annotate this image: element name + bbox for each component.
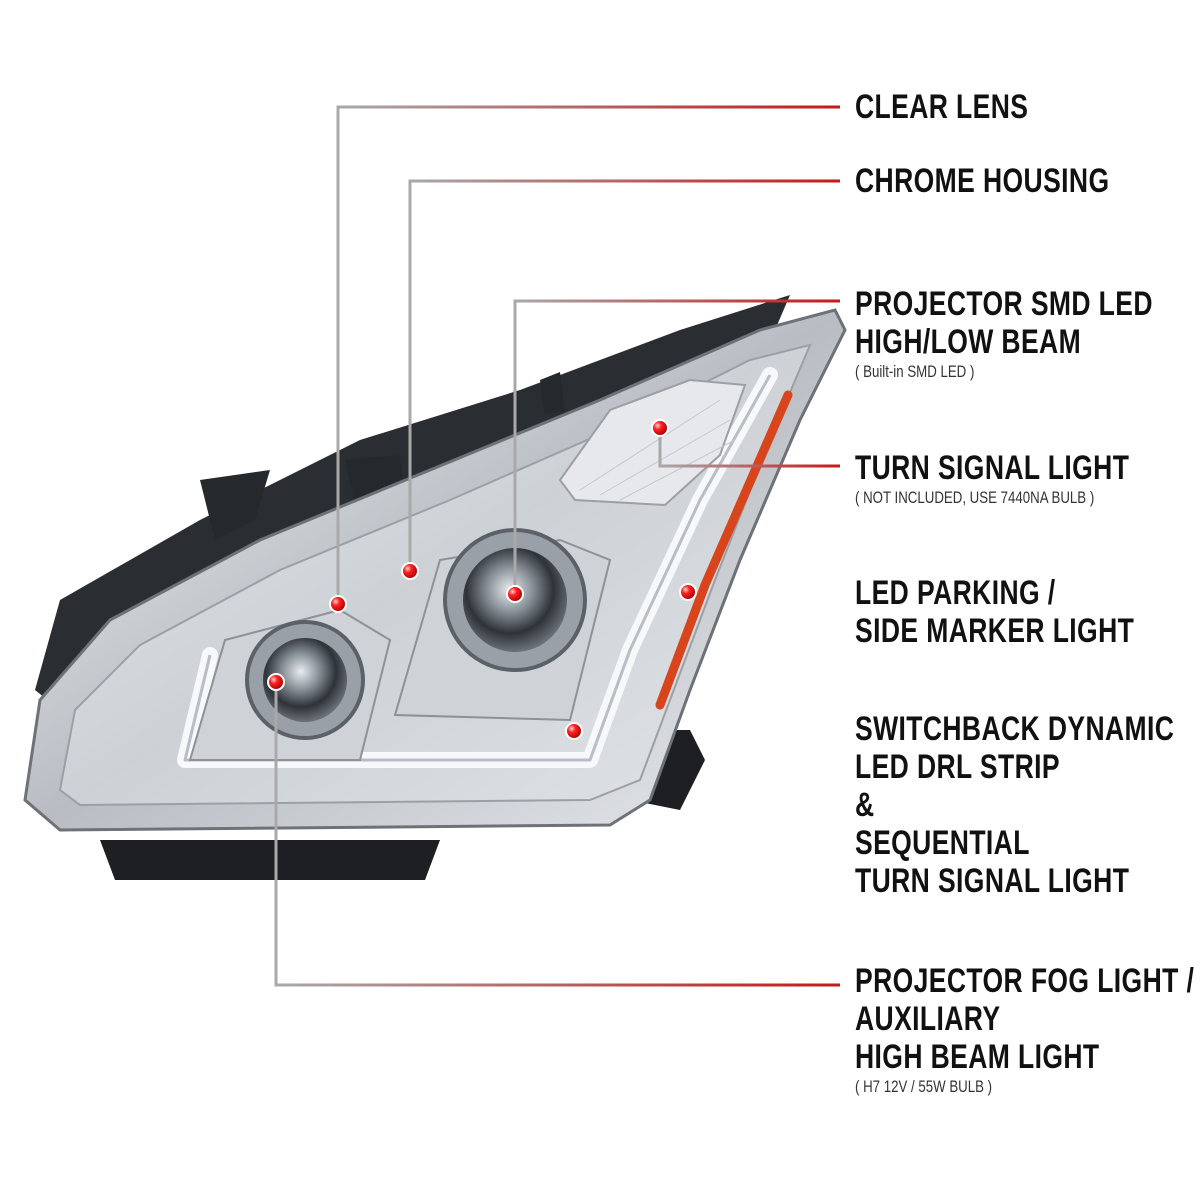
marker-dot bbox=[401, 562, 419, 580]
callout-fog-light: PROJECTOR FOG LIGHT / AUXILIARY HIGH BEA… bbox=[855, 962, 1194, 1098]
callout-markers bbox=[267, 419, 697, 740]
callout-title: PROJECTOR FOG LIGHT / bbox=[855, 962, 1195, 1000]
callout-title: LED DRL STRIP bbox=[855, 748, 1060, 786]
callout-title: HIGH/LOW BEAM bbox=[855, 323, 1082, 361]
leader-clear-lens bbox=[336, 105, 840, 604]
leader-chrome-housing bbox=[408, 179, 840, 571]
marker-dot bbox=[267, 673, 285, 691]
callout-title: AUXILIARY bbox=[855, 1000, 1001, 1038]
marker-dot bbox=[679, 583, 697, 601]
callout-title: PROJECTOR SMD LED bbox=[855, 285, 1153, 323]
callout-title: HIGH BEAM LIGHT bbox=[855, 1038, 1100, 1076]
marker-dot bbox=[329, 595, 347, 613]
turn-signal-reflector bbox=[558, 378, 747, 507]
callout-note: ( NOT INCLUDED, USE 7440NA BULB ) bbox=[855, 488, 1095, 507]
callout-high-low-beam: PROJECTOR SMD LED HIGH/LOW BEAM ( Built-… bbox=[855, 285, 1153, 383]
leader-fog-light bbox=[274, 682, 840, 987]
callout-chrome-housing: CHROME HOUSING bbox=[855, 162, 1109, 200]
callout-title: SEQUENTIAL bbox=[855, 824, 1030, 862]
callout-parking-light: LED PARKING / SIDE MARKER LIGHT bbox=[855, 574, 1134, 650]
callout-title: CHROME HOUSING bbox=[855, 162, 1110, 200]
marker-dot bbox=[506, 585, 524, 603]
callout-title: LED PARKING / bbox=[855, 574, 1056, 612]
callout-title: CLEAR LENS bbox=[855, 88, 1029, 126]
leader-lines bbox=[274, 105, 840, 987]
callout-title: SIDE MARKER LIGHT bbox=[855, 612, 1135, 650]
side-marker-amber bbox=[655, 390, 793, 710]
callout-title: TURN SIGNAL LIGHT bbox=[855, 449, 1130, 487]
leader-turn-signal bbox=[658, 428, 840, 468]
leader-high-low-beam bbox=[513, 299, 840, 594]
callout-note: ( Built-in SMD LED ) bbox=[855, 362, 975, 381]
callout-note: ( H7 12V / 55W BULB ) bbox=[855, 1077, 993, 1096]
callout-drl-strip: SWITCHBACK DYNAMIC LED DRL STRIP & SEQUE… bbox=[855, 710, 1174, 900]
callout-turn-signal: TURN SIGNAL LIGHT ( NOT INCLUDED, USE 74… bbox=[855, 449, 1129, 509]
callout-title: SWITCHBACK DYNAMIC bbox=[855, 710, 1175, 748]
callout-title: TURN SIGNAL LIGHT bbox=[855, 862, 1130, 900]
marker-dot bbox=[651, 419, 669, 437]
callout-clear-lens: CLEAR LENS bbox=[855, 88, 1028, 126]
callout-title: & bbox=[855, 786, 875, 824]
marker-dot bbox=[565, 722, 583, 740]
